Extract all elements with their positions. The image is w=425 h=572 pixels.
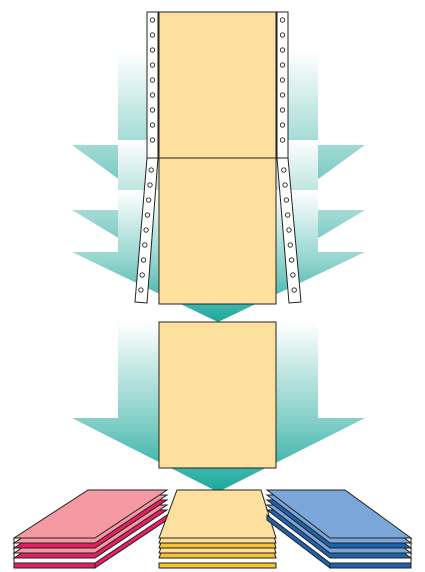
burst-sheet-icon [158, 321, 277, 469]
continuous-page-top [158, 11, 277, 159]
continuous-page-bottom [158, 157, 277, 305]
sprocket-holes-left [138, 17, 156, 293]
sprocket-holes-right [279, 17, 297, 293]
sorted-paper-stack-pink [12, 489, 169, 569]
sorted-paper-stack-blue [265, 489, 413, 570]
continuous-form-paper-icon [134, 11, 302, 305]
sorted-paper-stack-yellow [158, 489, 277, 569]
